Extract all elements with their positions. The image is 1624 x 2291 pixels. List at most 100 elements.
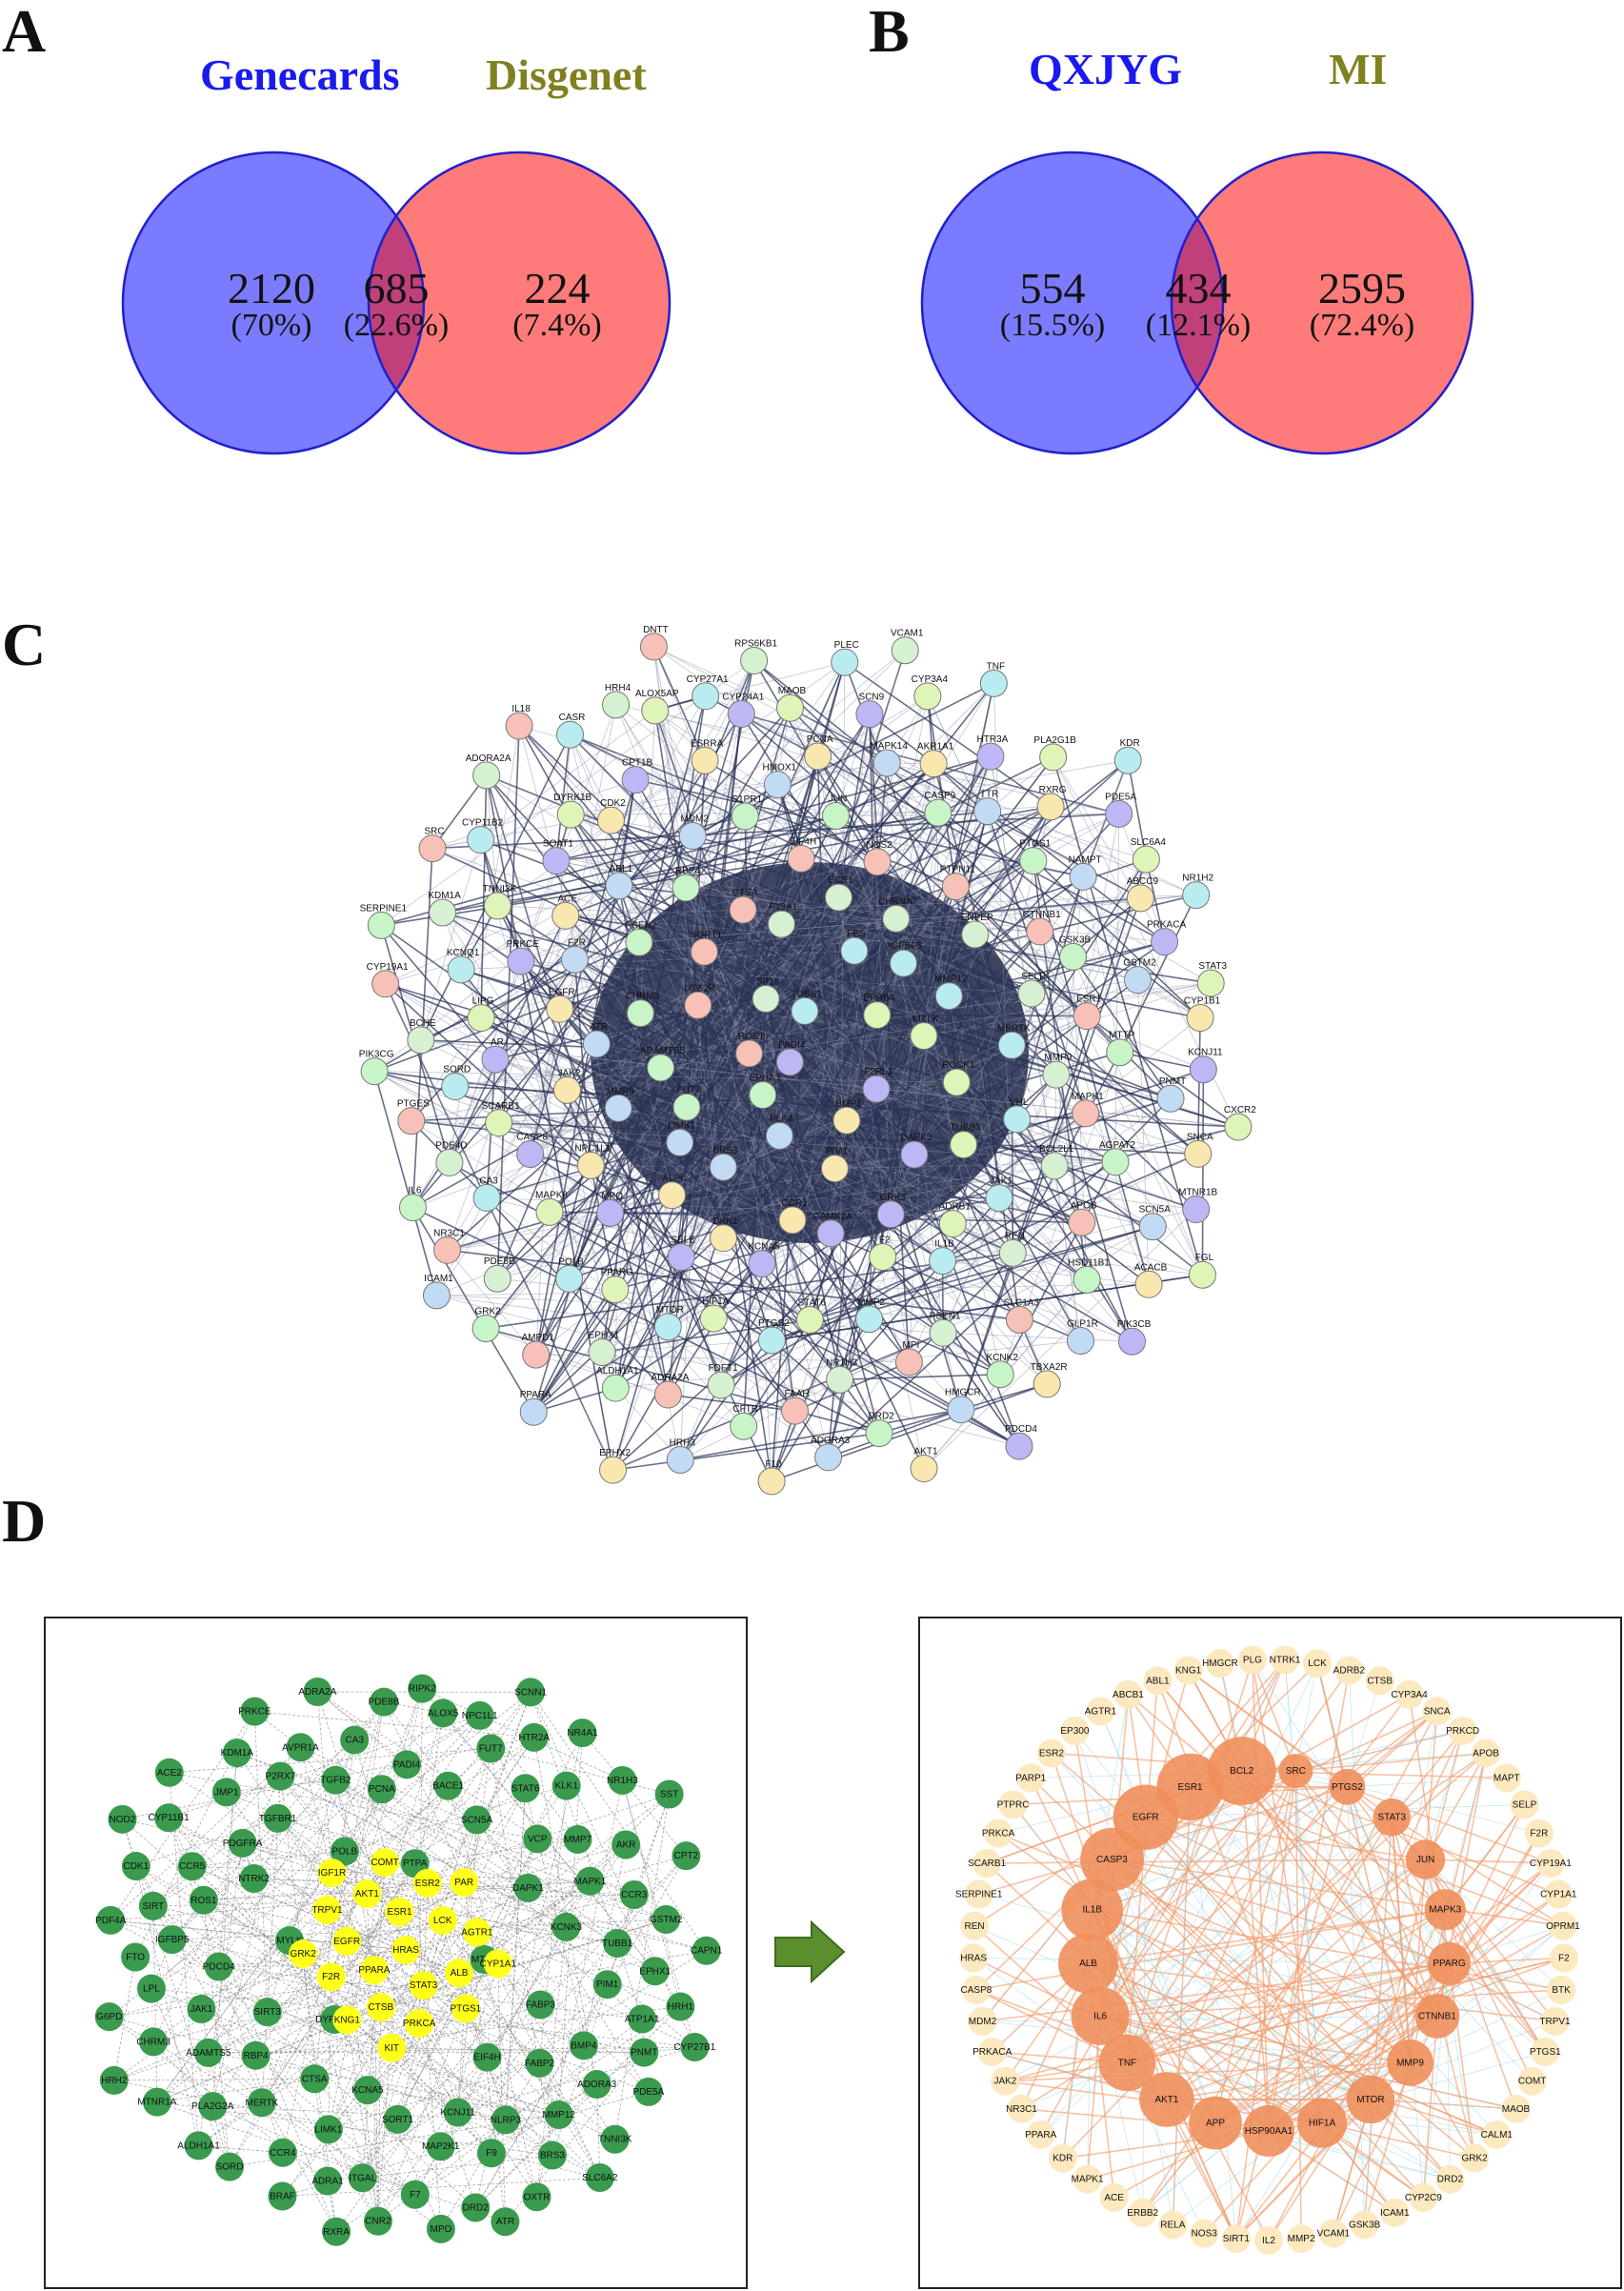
network-node: ADAMTS5: [640, 1046, 686, 1082]
outer-node: CASP8: [961, 1975, 992, 2004]
node-label: AKT1: [1154, 2095, 1178, 2105]
node-label: HIF1A: [702, 1296, 730, 1307]
outer-node: PRKACA: [972, 2037, 1012, 2066]
node-label: OXTR: [524, 2192, 551, 2202]
node-label: ROS1: [190, 1896, 217, 1906]
node-label: SORT1: [691, 930, 723, 940]
node-label: EPHX1: [639, 1966, 671, 1977]
network-node: BRAF: [268, 2181, 297, 2211]
venn-diagram-b: 554 (15.5%) 434 (12.1%) 2595 (72.4%): [920, 151, 1474, 455]
hub-node: CTNNB1: [1414, 1994, 1460, 2039]
node-label: ALB: [451, 1968, 469, 1979]
node-label: CHRM3: [136, 2037, 170, 2047]
node-label: NR1H3: [826, 1357, 857, 1368]
node-label: CYP1A1: [480, 1959, 517, 1969]
network-node: BMP1: [832, 1098, 862, 1135]
panel-letter-a: A: [2, 0, 47, 65]
node-label: RPS6KB1: [734, 639, 777, 650]
outer-node: GSK3B: [1349, 2210, 1381, 2240]
node-label: CTSB: [1367, 1676, 1393, 1686]
node-label: CNR2: [365, 2217, 391, 2227]
node-label: MAPK14: [870, 741, 908, 752]
hub-node: APP: [1189, 2096, 1242, 2150]
node-label: TRPV1: [1539, 2017, 1571, 2027]
venn-a-right-circle: [369, 152, 670, 453]
network-node: CDK2: [596, 798, 626, 834]
outer-node: ICAM1: [1380, 2198, 1410, 2227]
node-label: CYP24A1: [722, 693, 764, 703]
venn-a-right-title: Disgenet: [486, 50, 647, 99]
outer-node: CTSB: [1365, 1666, 1394, 1696]
hub-node: AGTR1: [461, 1918, 493, 1947]
network-node: CCR4: [268, 2138, 297, 2167]
node-label: KCNJ11: [1188, 1048, 1223, 1058]
outer-node: CYP2C9: [1405, 2182, 1442, 2212]
network-node: PIM1: [592, 1970, 622, 2000]
network-node: EPHA3: [749, 1074, 781, 1110]
network-node: AR: [481, 1037, 510, 1074]
venn-b-left-title: QXJYG: [1029, 45, 1182, 93]
node-label: LIMK1: [314, 2124, 342, 2135]
network-node: HRH4: [602, 683, 632, 719]
network-node: RXRG: [1036, 785, 1067, 821]
node-label: GSTM2: [1123, 958, 1156, 969]
outer-node: ABL1: [1143, 1666, 1173, 1696]
node-label: PRKCE: [507, 939, 540, 950]
node-label: IL6: [1093, 2011, 1107, 2021]
outer-node: AGTR1: [1085, 1697, 1116, 1726]
hub-node: HRAS: [391, 1936, 420, 1964]
network-node: MAPK1: [573, 1866, 607, 1896]
network-node: PRKCE: [507, 939, 540, 975]
network-node: STAT6: [795, 1298, 827, 1335]
venn-diagram-a: 2120 (70%) 685 (22.6%) 224 (7.4%): [121, 151, 672, 455]
network-node: TGFBR1: [259, 1803, 297, 1833]
venn-a-left-count: 2120: [228, 264, 315, 312]
node-label: HMGCR: [945, 1388, 981, 1398]
network-node: AKR1A1: [917, 742, 954, 778]
node-label: GRK2: [1462, 2154, 1489, 2164]
node-label: KNG1: [1175, 1666, 1202, 1677]
node-label: NR3C1: [1006, 2104, 1037, 2115]
node-label: STAT6: [797, 1298, 826, 1309]
node-label: CTNNB1: [1418, 2011, 1456, 2021]
outer-node: ADRB2: [1333, 1656, 1365, 1685]
node-label: CA3: [479, 1176, 498, 1186]
node-label: PDGFRA: [223, 1839, 263, 1849]
node-label: ACACB: [1134, 1262, 1168, 1273]
outer-node: F2: [1549, 1943, 1578, 1973]
network-node: CASP8: [516, 1132, 548, 1168]
node-label: MAPT: [1494, 1773, 1520, 1783]
network-node: LPL: [136, 1974, 166, 2003]
node-label: PPARA: [520, 1390, 551, 1400]
network-node: PNMT: [630, 2038, 659, 2067]
network-node: PDCD4: [203, 1952, 235, 1981]
network-node: PRKACA: [1147, 920, 1186, 956]
node-label: ADORA3: [577, 2080, 617, 2090]
node-label: ADAMTS5: [186, 2048, 231, 2059]
network-node: CCR5: [177, 1852, 207, 1881]
network-node: CYP27A1: [687, 674, 729, 711]
network-node: KDR: [1113, 738, 1142, 774]
node-label: MAPK3: [1429, 1905, 1461, 1916]
outer-node: CYP19A1: [1530, 1848, 1572, 1878]
venn-b-mid-count: 434: [1166, 264, 1232, 312]
node-label: PRKCE: [238, 1707, 271, 1718]
node-label: JAK2: [558, 1068, 581, 1078]
network-node: ALDH1A1: [596, 1366, 639, 1402]
node-label: ADAMTS5: [640, 1046, 686, 1056]
node-label: HTR2A: [518, 1733, 550, 1743]
node-label: SRC: [424, 827, 444, 837]
node-label: CDK2: [600, 798, 626, 809]
network-node: MTNR1B: [1178, 1188, 1218, 1224]
node-label: REN: [1005, 1231, 1025, 1241]
node-label: IGFBP5: [155, 1935, 190, 1945]
network-node: PLK4: [765, 1114, 793, 1150]
node-label: SCN5A: [1139, 1205, 1172, 1216]
network-node: ITGAL: [348, 2163, 377, 2193]
network-node: EPHB4: [863, 994, 895, 1030]
node-label: F2R: [322, 1972, 340, 1982]
network-node: PDCD4: [1005, 1424, 1037, 1460]
node-label: ADORA2A: [466, 754, 511, 764]
node-label: ADRA2A: [298, 1687, 336, 1698]
node-label: NAMPT: [1069, 854, 1102, 865]
